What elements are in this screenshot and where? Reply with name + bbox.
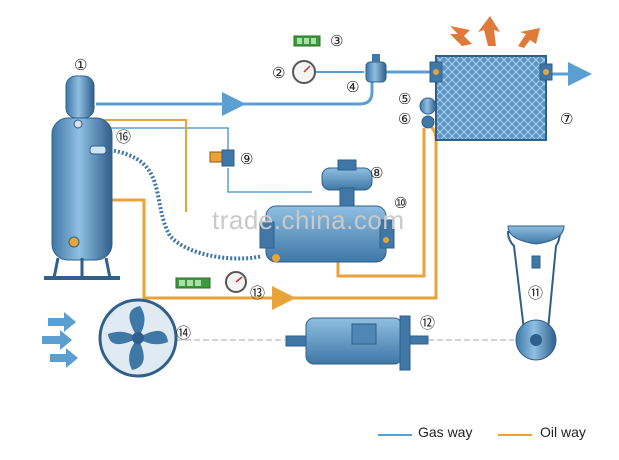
tank-sightglass bbox=[89, 145, 107, 155]
callout-9: ⑨ bbox=[240, 150, 253, 168]
callout-16: ⑯ bbox=[116, 128, 131, 146]
callout-2: ② bbox=[272, 64, 285, 82]
callout-4: ④ bbox=[346, 78, 359, 96]
pressure-gauge-icon bbox=[225, 271, 247, 293]
air-intake bbox=[321, 167, 373, 191]
compressor-icon bbox=[259, 159, 395, 263]
thermostat-valve bbox=[419, 97, 437, 115]
callout-7: ⑦ bbox=[560, 110, 573, 128]
legend-gas-swatch bbox=[378, 434, 412, 436]
cooler-icon bbox=[419, 55, 553, 141]
callout-6: ⑥ bbox=[398, 110, 411, 128]
callout-3: ③ bbox=[330, 32, 343, 50]
oil-pipe-return bbox=[110, 198, 296, 310]
tank-drain bbox=[68, 236, 80, 248]
legend-gas-label: Gas way bbox=[418, 424, 473, 440]
callout-10: ⑩ bbox=[394, 194, 407, 212]
callout-5: ⑤ bbox=[398, 90, 411, 108]
watermark: trade.china.com bbox=[212, 205, 405, 235]
callout-12: ⑫ bbox=[420, 314, 435, 332]
legend-oil-label: Oil way bbox=[540, 424, 586, 440]
motor-icon bbox=[285, 315, 429, 371]
flexible-hose bbox=[109, 148, 263, 261]
tank-base bbox=[44, 276, 120, 280]
tank-gauge-small bbox=[73, 119, 83, 129]
legend: Gas way Oil way bbox=[378, 422, 608, 446]
tank-body bbox=[51, 117, 113, 261]
oil-filter bbox=[421, 115, 435, 129]
tank-dome bbox=[65, 75, 95, 119]
heat-arrow-icon bbox=[450, 16, 540, 48]
airflow-arrow-icon bbox=[42, 312, 78, 368]
callout-8: ⑧ bbox=[370, 164, 383, 182]
oil-pipe-right bbox=[336, 128, 426, 278]
oil-pipe-top bbox=[96, 119, 187, 212]
gauge-indicator-icon bbox=[175, 277, 211, 289]
gas-pipe-control bbox=[100, 127, 229, 150]
callout-1: ① bbox=[74, 56, 87, 74]
separator-tank bbox=[44, 75, 120, 280]
gas-pipes bbox=[96, 62, 592, 193]
valve-icon bbox=[365, 54, 387, 83]
gauge-indicator-icon bbox=[293, 35, 321, 47]
callout-13: ⑬ bbox=[250, 284, 265, 302]
fan-icon bbox=[98, 298, 178, 378]
tank-legs bbox=[52, 257, 112, 279]
legend-oil-swatch bbox=[498, 434, 532, 436]
pressure-gauge-icon bbox=[292, 60, 316, 84]
gas-pipe-valve-run bbox=[240, 78, 374, 106]
belt-drive-icon bbox=[506, 225, 565, 361]
solenoid-valve-icon bbox=[209, 149, 235, 167]
gas-pipe-control-2 bbox=[227, 168, 312, 193]
callout-14: ⑭ bbox=[176, 324, 191, 342]
callout-11: ⑪ bbox=[528, 284, 543, 302]
